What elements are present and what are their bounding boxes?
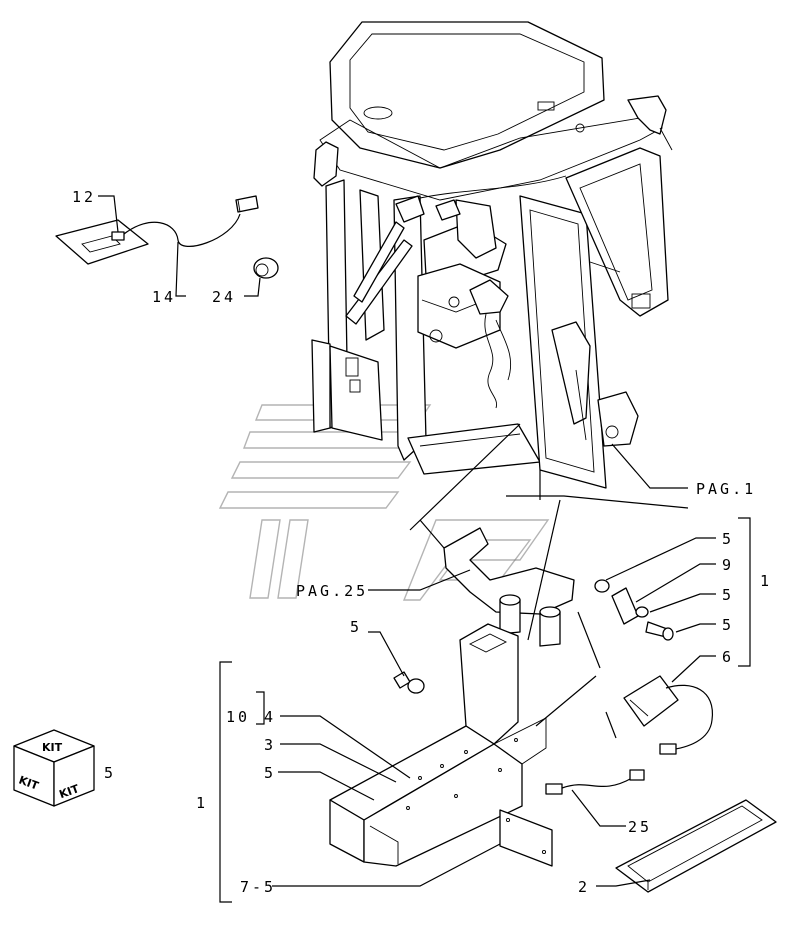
light-harness [123, 195, 259, 247]
relay-module [623, 675, 713, 755]
callout-right-1: 1 [760, 572, 772, 590]
interior-light [55, 219, 149, 265]
leader-lines [98, 195, 751, 903]
callout-25: 25 [628, 818, 652, 836]
callout-4: 4 [264, 708, 276, 726]
callout-page-1: PAG.1 [696, 480, 756, 498]
callout-left-1: 1 [196, 794, 208, 812]
grommet [253, 257, 279, 279]
console-bracket [443, 527, 575, 647]
callout-right-6: 6 [722, 648, 734, 666]
side-console [329, 623, 547, 867]
floor-mat [615, 799, 777, 893]
kit-cube-icon: KIT KIT KIT [13, 729, 95, 807]
callout-page-25: PAG.25 [296, 582, 368, 600]
cover-plate [499, 809, 553, 867]
callout-2: 2 [578, 878, 590, 896]
console-screw [393, 671, 425, 694]
kit-top-label: KIT [42, 741, 63, 754]
callout-kit-5: 5 [104, 764, 116, 782]
callout-7-5: 7-5 [240, 878, 276, 896]
callout-screw-5: 5 [350, 618, 362, 636]
fastener-set [594, 579, 674, 641]
console-harness [545, 769, 645, 795]
callout-labels: 12 14 24 PAG.1 PAG.25 5 9 5 5 1 6 5 10 4… [72, 188, 772, 896]
callout-right-5a: 5 [722, 530, 734, 548]
callout-14: 14 [152, 288, 176, 306]
callout-left-5: 5 [264, 764, 276, 782]
cab-assembly [311, 21, 673, 489]
callout-right-5c: 5 [722, 616, 734, 634]
callout-12: 12 [72, 188, 96, 206]
callout-24: 24 [212, 288, 236, 306]
callout-3: 3 [264, 736, 276, 754]
callout-right-9: 9 [722, 556, 734, 574]
callout-right-5b: 5 [722, 586, 734, 604]
callout-10: 10 [226, 708, 250, 726]
